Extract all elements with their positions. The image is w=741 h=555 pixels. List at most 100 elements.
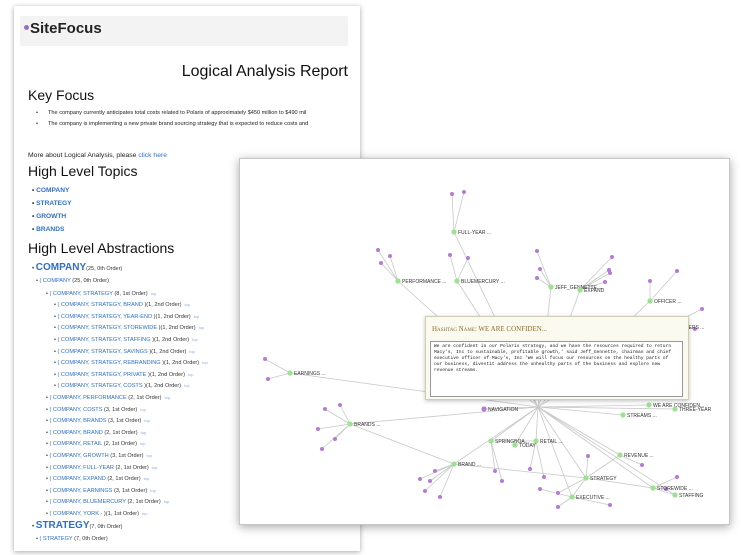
graph-node-label[interactable]: BRANDS ... <box>354 422 380 428</box>
graph-leaf-node[interactable] <box>700 307 704 311</box>
graph-leaf-node[interactable] <box>535 276 539 280</box>
graph-node-label[interactable]: STRATEGY <box>590 476 617 482</box>
graph-node-label[interactable]: STAFFING <box>679 493 703 499</box>
top-tag[interactable]: top <box>192 336 198 342</box>
tooltip-textarea[interactable]: We are confident in our Polaris strategy… <box>430 341 683 397</box>
top-tag[interactable]: top <box>140 406 146 412</box>
graph-leaf-node[interactable] <box>418 477 422 481</box>
topic-link-growth[interactable]: GROWTH <box>32 212 72 225</box>
graph-leaf-node[interactable] <box>586 454 590 458</box>
graph-leaf-node[interactable] <box>535 249 539 253</box>
top-tag[interactable]: top <box>142 510 148 516</box>
graph-node-label[interactable]: BRAND ... <box>458 462 481 468</box>
abstraction-link[interactable]: ( COMPANY, COSTS <box>49 406 103 413</box>
graph-node[interactable] <box>512 442 518 448</box>
graph-leaf-node[interactable] <box>693 327 697 331</box>
abstraction-link[interactable]: ( COMPANY, FULL-YEAR <box>49 464 114 471</box>
graph-node-label[interactable]: STOREWIDE ... <box>657 486 693 492</box>
top-tag[interactable]: top <box>184 302 191 308</box>
graph-node[interactable] <box>617 452 623 458</box>
graph-node[interactable] <box>646 402 652 408</box>
graph-leaf-node[interactable] <box>448 253 452 257</box>
abstraction-link[interactable]: ( COMPANY, EXPAND <box>49 476 106 483</box>
graph-leaf-node[interactable] <box>450 192 454 196</box>
graph-leaf-node[interactable] <box>500 479 504 483</box>
graph-leaf-node[interactable] <box>664 487 668 491</box>
abstraction-link[interactable]: ( COMPANY <box>39 278 71 284</box>
abstraction-link[interactable]: ( COMPANY, STRATEGY, REBRANDING <box>57 360 161 367</box>
graph-node[interactable] <box>481 406 487 412</box>
graph-leaf-node[interactable] <box>438 495 442 499</box>
graph-leaf-node[interactable] <box>423 489 427 493</box>
top-tag[interactable]: top <box>163 499 170 505</box>
graph-node-label[interactable]: EARNINGS ... <box>294 371 326 377</box>
abstraction-link[interactable]: ( COMPANY, RETAIL <box>49 441 103 448</box>
graph-leaf-node[interactable] <box>538 267 542 271</box>
graph-leaf-node[interactable] <box>376 248 380 252</box>
abstraction-link[interactable]: ( STRATEGY <box>39 536 73 543</box>
abstraction-link[interactable]: ( COMPANY, STRATEGY, STOREWIDE <box>57 325 158 332</box>
top-tag[interactable]: top <box>202 360 208 366</box>
graph-leaf-node[interactable] <box>675 269 679 273</box>
graph-leaf-node[interactable] <box>528 467 532 471</box>
abstraction-link[interactable]: ( COMPANY, PERFORMANCE <box>49 394 127 401</box>
topic-link-strategy[interactable]: STRATEGY <box>32 199 71 212</box>
graph-leaf-node[interactable] <box>640 463 644 467</box>
abstraction-link[interactable]: ( COMPANY, STRATEGY, BRAND <box>57 302 143 309</box>
abstraction-link[interactable]: STRATEGY <box>35 520 90 532</box>
graph-leaf-node[interactable] <box>675 475 679 479</box>
graph-node[interactable] <box>647 298 653 304</box>
topic-link-brands[interactable]: BRANDS <box>32 225 72 238</box>
graph-node-label[interactable]: REVENUE ... <box>624 453 654 459</box>
graph-leaf-node[interactable] <box>556 505 560 509</box>
abstraction-link[interactable]: ( COMPANY, STRATEGY <box>49 290 113 297</box>
graph-leaf-node[interactable] <box>320 447 324 451</box>
graph-leaf-node[interactable] <box>608 271 612 275</box>
graph-node-label[interactable]: THREE-YEAR <box>679 407 712 413</box>
top-tag[interactable]: top <box>151 464 158 470</box>
graph-node-label[interactable]: SPRINGBOA... <box>495 439 529 445</box>
abstraction-link[interactable]: ( COMPANY, STRATEGY, SAVINGS <box>57 348 148 355</box>
graph-node[interactable] <box>488 438 494 444</box>
graph-leaf-node[interactable] <box>323 407 327 411</box>
graph-node[interactable] <box>395 278 401 284</box>
top-tag[interactable]: top <box>189 348 195 354</box>
graph-node[interactable] <box>451 461 457 467</box>
top-tag[interactable]: top <box>187 371 194 377</box>
graph-node[interactable] <box>347 421 353 427</box>
graph-node[interactable] <box>620 412 626 418</box>
graph-node[interactable] <box>672 492 678 498</box>
abstraction-link[interactable]: ( COMPANY, STRATEGY, COSTS <box>57 383 143 390</box>
top-tag[interactable]: top <box>193 313 200 319</box>
graph-leaf-node[interactable] <box>338 403 342 407</box>
sitefocus-logo[interactable]: SiteFocus <box>24 20 102 37</box>
abstraction-link[interactable]: ( COMPANY, EARNINGS <box>49 487 113 494</box>
graph-leaf-node[interactable] <box>388 254 392 258</box>
graph-leaf-node[interactable] <box>379 261 383 265</box>
graph-leaf-node[interactable] <box>428 479 432 483</box>
graph-node-label[interactable]: NAVIGATION <box>488 407 518 413</box>
graph-leaf-node[interactable] <box>556 491 560 495</box>
graph-leaf-node[interactable] <box>333 437 337 441</box>
top-tag[interactable]: top <box>146 452 153 458</box>
abstraction-link[interactable]: ( COMPANY, BRAND <box>49 429 103 436</box>
top-tag[interactable]: top <box>150 487 156 493</box>
top-tag[interactable]: top <box>139 441 146 447</box>
top-tag[interactable]: top <box>150 290 157 296</box>
abstraction-link[interactable]: COMPANY <box>35 262 87 273</box>
abstraction-link[interactable]: ( COMPANY, BLUEMERCURY <box>49 499 126 506</box>
graph-leaf-node[interactable] <box>316 427 320 431</box>
top-tag[interactable]: top <box>144 418 150 424</box>
topic-link-company[interactable]: COMPANY <box>32 186 72 199</box>
graph-leaf-node[interactable] <box>263 357 267 361</box>
graph-leaf-node[interactable] <box>542 475 546 479</box>
graph-leaf-node[interactable] <box>433 469 437 473</box>
graph-node[interactable] <box>672 406 678 412</box>
abstraction-link[interactable]: ( COMPANY, STRATEGY, PRIVATE <box>57 371 147 378</box>
graph-node-label[interactable]: EXPAND <box>584 288 605 294</box>
graph-node[interactable] <box>577 287 583 293</box>
graph-node[interactable] <box>569 494 575 500</box>
graph-leaf-node[interactable] <box>462 190 466 194</box>
network-graph[interactable]: FULL-YEAR ...PERFORMANCE ...BLUEMERCURY … <box>240 159 729 524</box>
top-tag[interactable]: top <box>198 325 205 331</box>
